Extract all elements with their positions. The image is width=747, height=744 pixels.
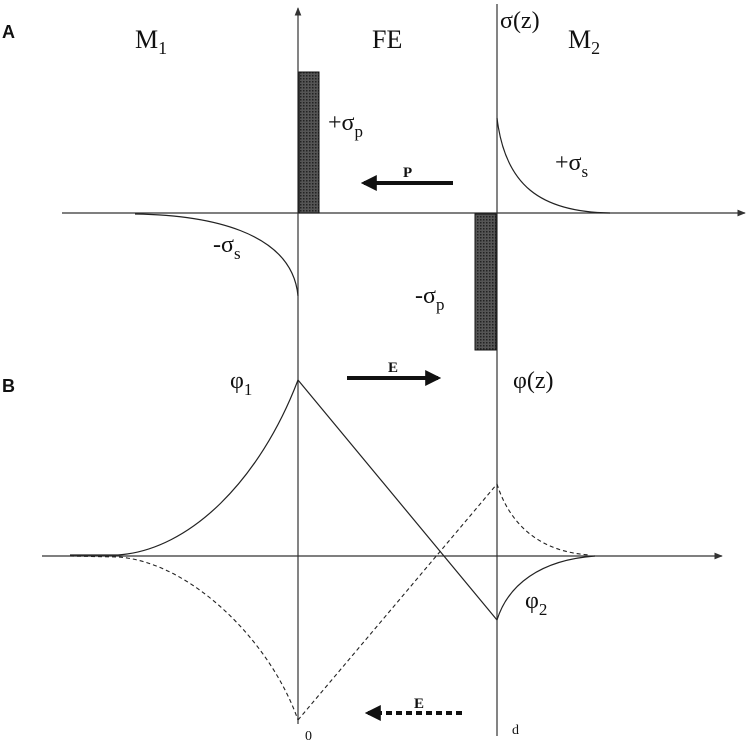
plus-sigma-s-label: +σs [555,150,588,181]
potential-dashed-linear-rise [297,483,498,721]
minus-sigma-p-label: -σp [415,283,444,314]
positive-polarization-charge-block [298,71,320,214]
negative-polarization-charge-block [474,213,497,351]
potential-solid-linear-drop [297,379,498,621]
phi2-label: φ2 [525,588,547,619]
field-solid-label: E [388,360,398,376]
minus-sigma-s-label: -σs [213,232,241,263]
field-dashed-label: E [414,696,424,712]
phi1-label: φ1 [230,368,252,399]
potential-solid-left-curve [70,379,299,556]
potential-solid-right-curve [496,555,596,621]
potential-dashed-right-curve [496,483,591,556]
phi-axis-label: φ(z) [513,368,554,394]
negative-screening-charge-curve [134,213,299,297]
origin-label: 0 [305,729,312,744]
sigma-axis-label: σ(z) [500,8,540,34]
potential-dashed-left-curve [69,555,299,721]
polarization-label: P [403,165,412,181]
panel-label-a: A [2,22,15,42]
plus-sigma-p-label: +σp [328,110,363,141]
d-label: d [512,723,519,738]
panel-label-b: B [2,376,15,396]
region-m2: M2 [568,25,600,58]
region-fe: FE [372,25,402,54]
region-m1: M1 [135,25,167,58]
positive-screening-charge-curve [496,117,611,214]
